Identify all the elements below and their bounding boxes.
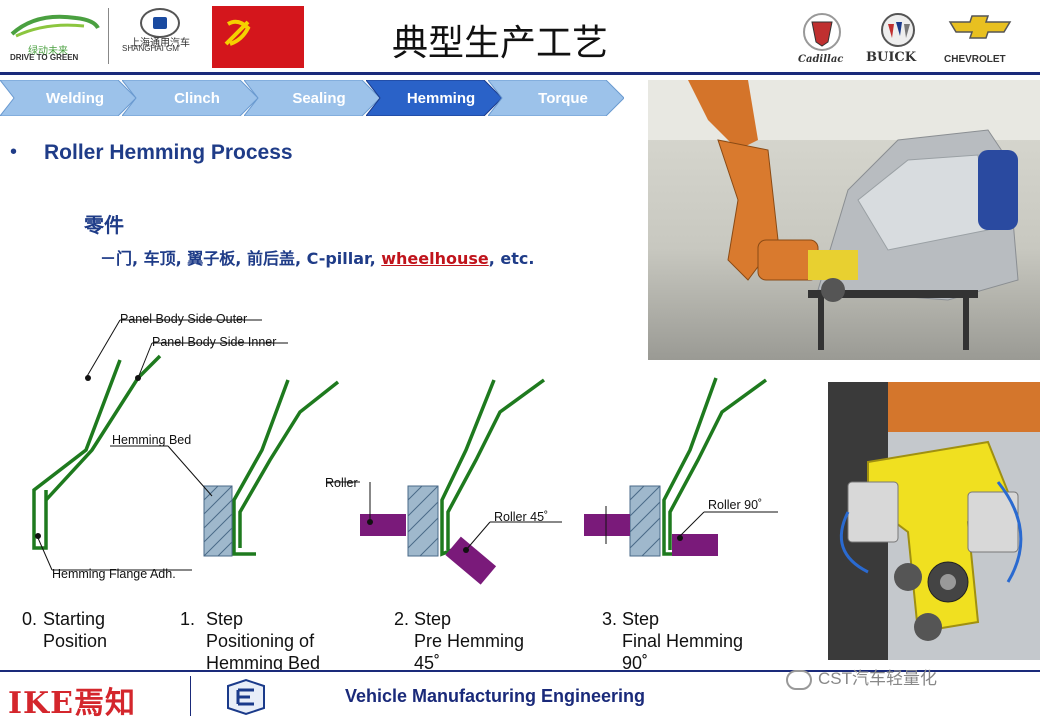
drive-to-green-logo (6, 8, 102, 64)
ike-logo: IKE焉知 (8, 686, 136, 721)
parts-list-tail: , etc. (488, 249, 535, 268)
tab-welding[interactable]: Welding (0, 80, 136, 116)
tab-hemming[interactable]: Hemming (366, 80, 502, 116)
tab-label: Welding (45, 89, 105, 107)
section-heading: Roller Hemming Process (44, 141, 293, 164)
step2-caption: Step Pre Hemming 45˚ (414, 609, 525, 673)
chevrolet-bowtie-icon (948, 15, 1012, 39)
cadillac-crest-icon (803, 13, 841, 51)
watermark: CST汽车轻量化 (786, 664, 937, 690)
robot-hemming-photo (648, 80, 1040, 360)
footer-divider-vertical (190, 676, 191, 716)
step3-caption: Step Final Hemming 90˚ (622, 609, 744, 673)
e-logo-icon (224, 678, 268, 716)
buick-shield-icon (881, 13, 915, 47)
label-roller: Roller (325, 476, 358, 490)
cadillac-label: Cadillac (798, 54, 844, 65)
footer-title: Vehicle Manufacturing Engineering (345, 686, 646, 706)
roller-tool-photo (828, 382, 1040, 660)
step2-roller-left (360, 514, 406, 536)
label-roller-45: Roller 45˚ (494, 510, 549, 524)
car-swoosh-icon (10, 14, 100, 38)
step2-panels (440, 378, 546, 557)
tab-label: Clinch (174, 89, 220, 107)
tab-sealing[interactable]: Sealing (244, 80, 380, 116)
label-hemming-flange: Hemming Flange Adh. (52, 567, 176, 581)
gm-cn-name: 上海通用汽车 (130, 38, 190, 49)
label-panel-inner: Panel Body Side Inner (152, 335, 277, 349)
header-divider (0, 72, 1040, 75)
label-roller-90: Roller 90˚ (708, 498, 763, 512)
step1-number: 1. (180, 609, 196, 629)
logo-divider (108, 8, 109, 64)
step3-hemming-bed (629, 485, 661, 557)
gm-logo-icon (140, 8, 180, 38)
step2-roller-45 (445, 536, 497, 585)
step3-roller-left (584, 514, 630, 536)
step3-panels (662, 377, 768, 556)
drive-to-green-cn: 绿动未来 (28, 46, 68, 57)
page-title: 典型生产工艺 (391, 23, 608, 64)
parts-list-text: －门, 车顶, 翼子板, 前后盖, C-pillar, (100, 249, 382, 268)
tab-torque[interactable]: Torque (488, 80, 624, 116)
step0-caption: Starting Position (43, 609, 108, 651)
tab-label: Hemming (406, 89, 476, 107)
label-hemming-bed: Hemming Bed (112, 433, 192, 447)
parts-label: 零件 (84, 213, 124, 237)
footer-bg (0, 672, 1040, 720)
parts-list: －门, 车顶, 翼子板, 前后盖, C-pillar, wheelhouse, … (100, 245, 534, 269)
hemming-diagram (32, 319, 778, 585)
step2-number: 2. (394, 609, 410, 629)
step1-panels (232, 379, 340, 556)
cadillac-logo: Cadillac (798, 12, 848, 70)
buick-label: BUICK (866, 50, 917, 65)
chevrolet-logo: CHEVROLET (942, 14, 1018, 70)
bullet-marker: • (10, 141, 18, 163)
step0-number: 0. (22, 609, 38, 629)
buick-logo: BUICK (866, 12, 930, 70)
step1-caption: Step Positioning of Hemming Bed (206, 609, 321, 673)
tab-clinch[interactable]: Clinch (122, 80, 258, 116)
gm-en-name: SHANGHAI GM (122, 44, 179, 53)
chevrolet-label: CHEVROLET (944, 54, 1006, 65)
wechat-icon (786, 669, 812, 690)
step3-roller-90 (672, 534, 718, 556)
flag-icon (212, 6, 304, 68)
step3-number: 3. (602, 609, 618, 629)
footer-divider (0, 670, 1040, 672)
step2-hemming-bed (407, 485, 439, 557)
tab-label: Sealing (292, 89, 346, 107)
drive-to-green-tagline: DRIVE TO GREEN (10, 53, 79, 62)
step0-panels (32, 354, 162, 550)
step1-hemming-bed (203, 485, 233, 557)
tab-label: Torque (538, 89, 588, 107)
step0-leaders (37, 319, 288, 571)
watermark-text: CST汽车轻量化 (818, 669, 937, 688)
parts-highlight: wheelhouse (381, 249, 489, 268)
label-panel-outer: Panel Body Side Outer (120, 312, 248, 326)
